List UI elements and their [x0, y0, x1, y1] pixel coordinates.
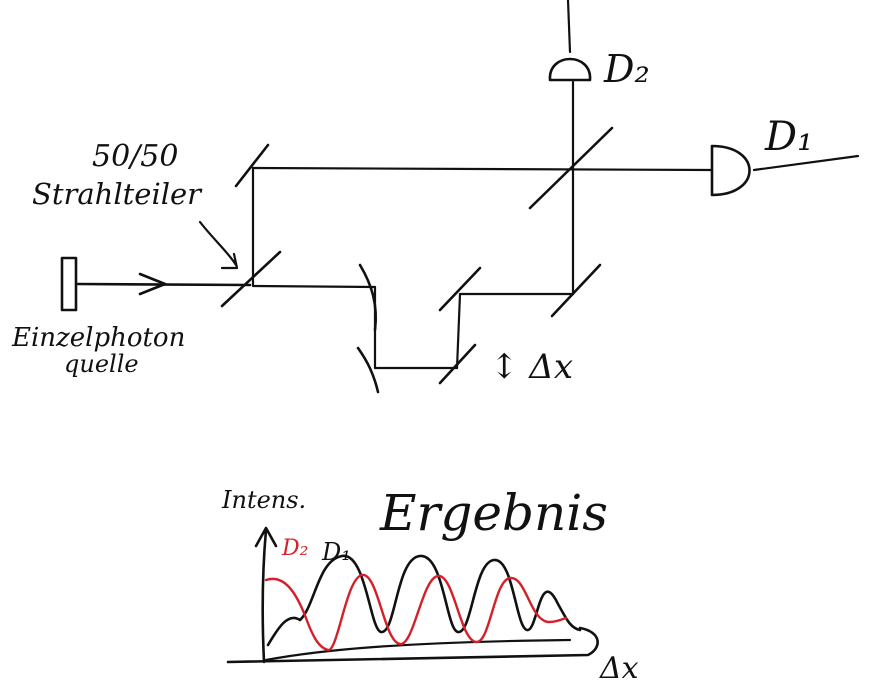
plot-baseline — [264, 638, 572, 662]
label-source-line2: quelle — [64, 350, 139, 378]
mirror-top-left — [234, 143, 270, 188]
beam-splitter-2 — [528, 126, 614, 210]
curve-d1 — [266, 554, 582, 647]
photon-source — [60, 256, 78, 312]
splitter-pointer-arrow — [198, 220, 239, 270]
delay-right-leg — [455, 292, 462, 370]
plot-x-axis — [226, 626, 599, 664]
lower-arm-to-delay — [251, 284, 377, 289]
result-x-label: Δx — [599, 651, 639, 686]
legend-d1: D₁ — [321, 538, 351, 566]
mirror-delay-4 — [438, 266, 482, 312]
result-heading: Ergebnis — [379, 484, 608, 542]
curve-d2 — [264, 573, 568, 652]
label-d2: D₂ — [603, 47, 650, 91]
label-delta-x: ↕ Δx — [490, 347, 573, 387]
result-y-label: Intens. — [221, 486, 306, 514]
legend-d2: D₂ — [281, 536, 308, 561]
input-beam — [76, 272, 252, 296]
label-source-line1: Einzelphoton — [11, 323, 185, 353]
mirror-delay-2 — [356, 346, 380, 394]
label-d1: D₁ — [764, 114, 813, 160]
upper-arm-horizontal — [251, 166, 714, 172]
label-splitter-ratio: 50/50 — [92, 139, 178, 174]
detector-d2 — [548, 0, 592, 82]
detector-d1 — [710, 144, 860, 197]
label-splitter-name: Strahlteiler — [32, 177, 203, 211]
mirror-bottom-right — [550, 263, 602, 318]
beam-splitter-1 — [220, 250, 282, 308]
mirror-delay-1 — [358, 263, 377, 332]
plot-y-axis — [254, 526, 278, 664]
